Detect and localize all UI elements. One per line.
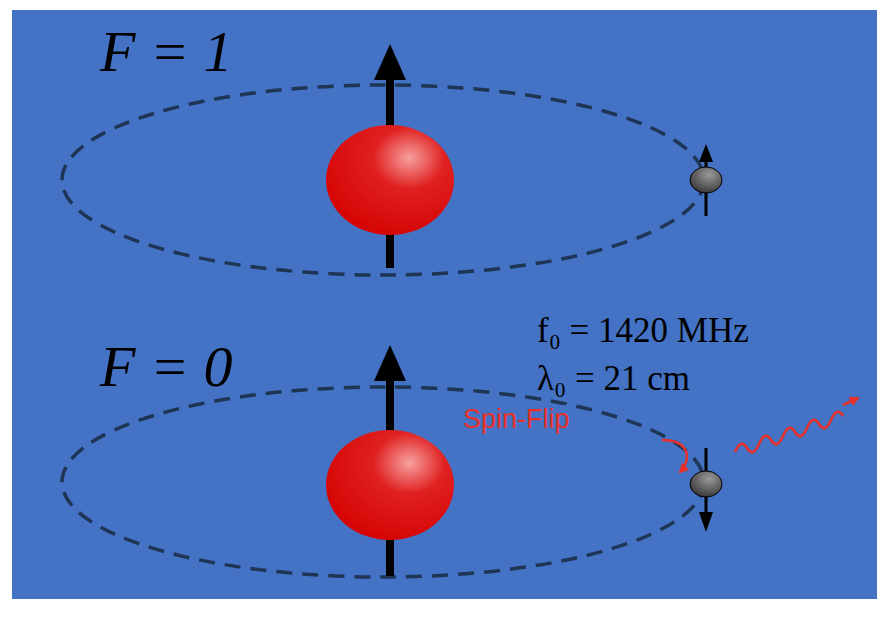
energy-level-label: F = 0 — [100, 335, 233, 399]
arrow-head — [374, 345, 406, 381]
arrow-head — [699, 512, 713, 532]
arrow-head — [699, 144, 713, 162]
photon-wave — [735, 412, 843, 452]
frequency-label: f₀ = 1420 MHz — [537, 312, 749, 351]
orbit-ellipse — [62, 387, 704, 577]
proton — [326, 125, 454, 235]
photon-arrow — [843, 398, 858, 405]
proton — [326, 430, 454, 540]
electron — [690, 167, 722, 193]
spin-flip-label: Spin-Flip — [460, 405, 573, 435]
arrow-head — [374, 44, 406, 80]
spin-flip-arrow — [662, 440, 687, 472]
wavelength-label: λ₀ = 21 cm — [537, 360, 690, 399]
energy-level-label: F = 1 — [100, 20, 233, 84]
electron — [690, 471, 722, 497]
orbit-ellipse — [62, 85, 704, 275]
background-panel — [12, 10, 877, 599]
